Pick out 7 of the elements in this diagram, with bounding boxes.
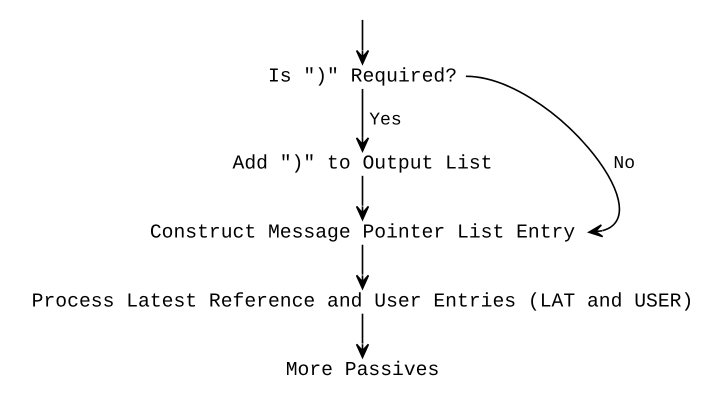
edge-label: Yes [369, 110, 402, 130]
edge-label: No [613, 153, 636, 174]
node-text: Is ")" Required? [268, 64, 458, 87]
node-text: Construct Message Pointer List Entry [150, 220, 576, 243]
node-text: More Passives [286, 358, 440, 381]
node-text: Process Latest Reference and User Entries (LAT and USER) [32, 290, 694, 312]
node-text: Add ")" to Output List [232, 152, 492, 174]
